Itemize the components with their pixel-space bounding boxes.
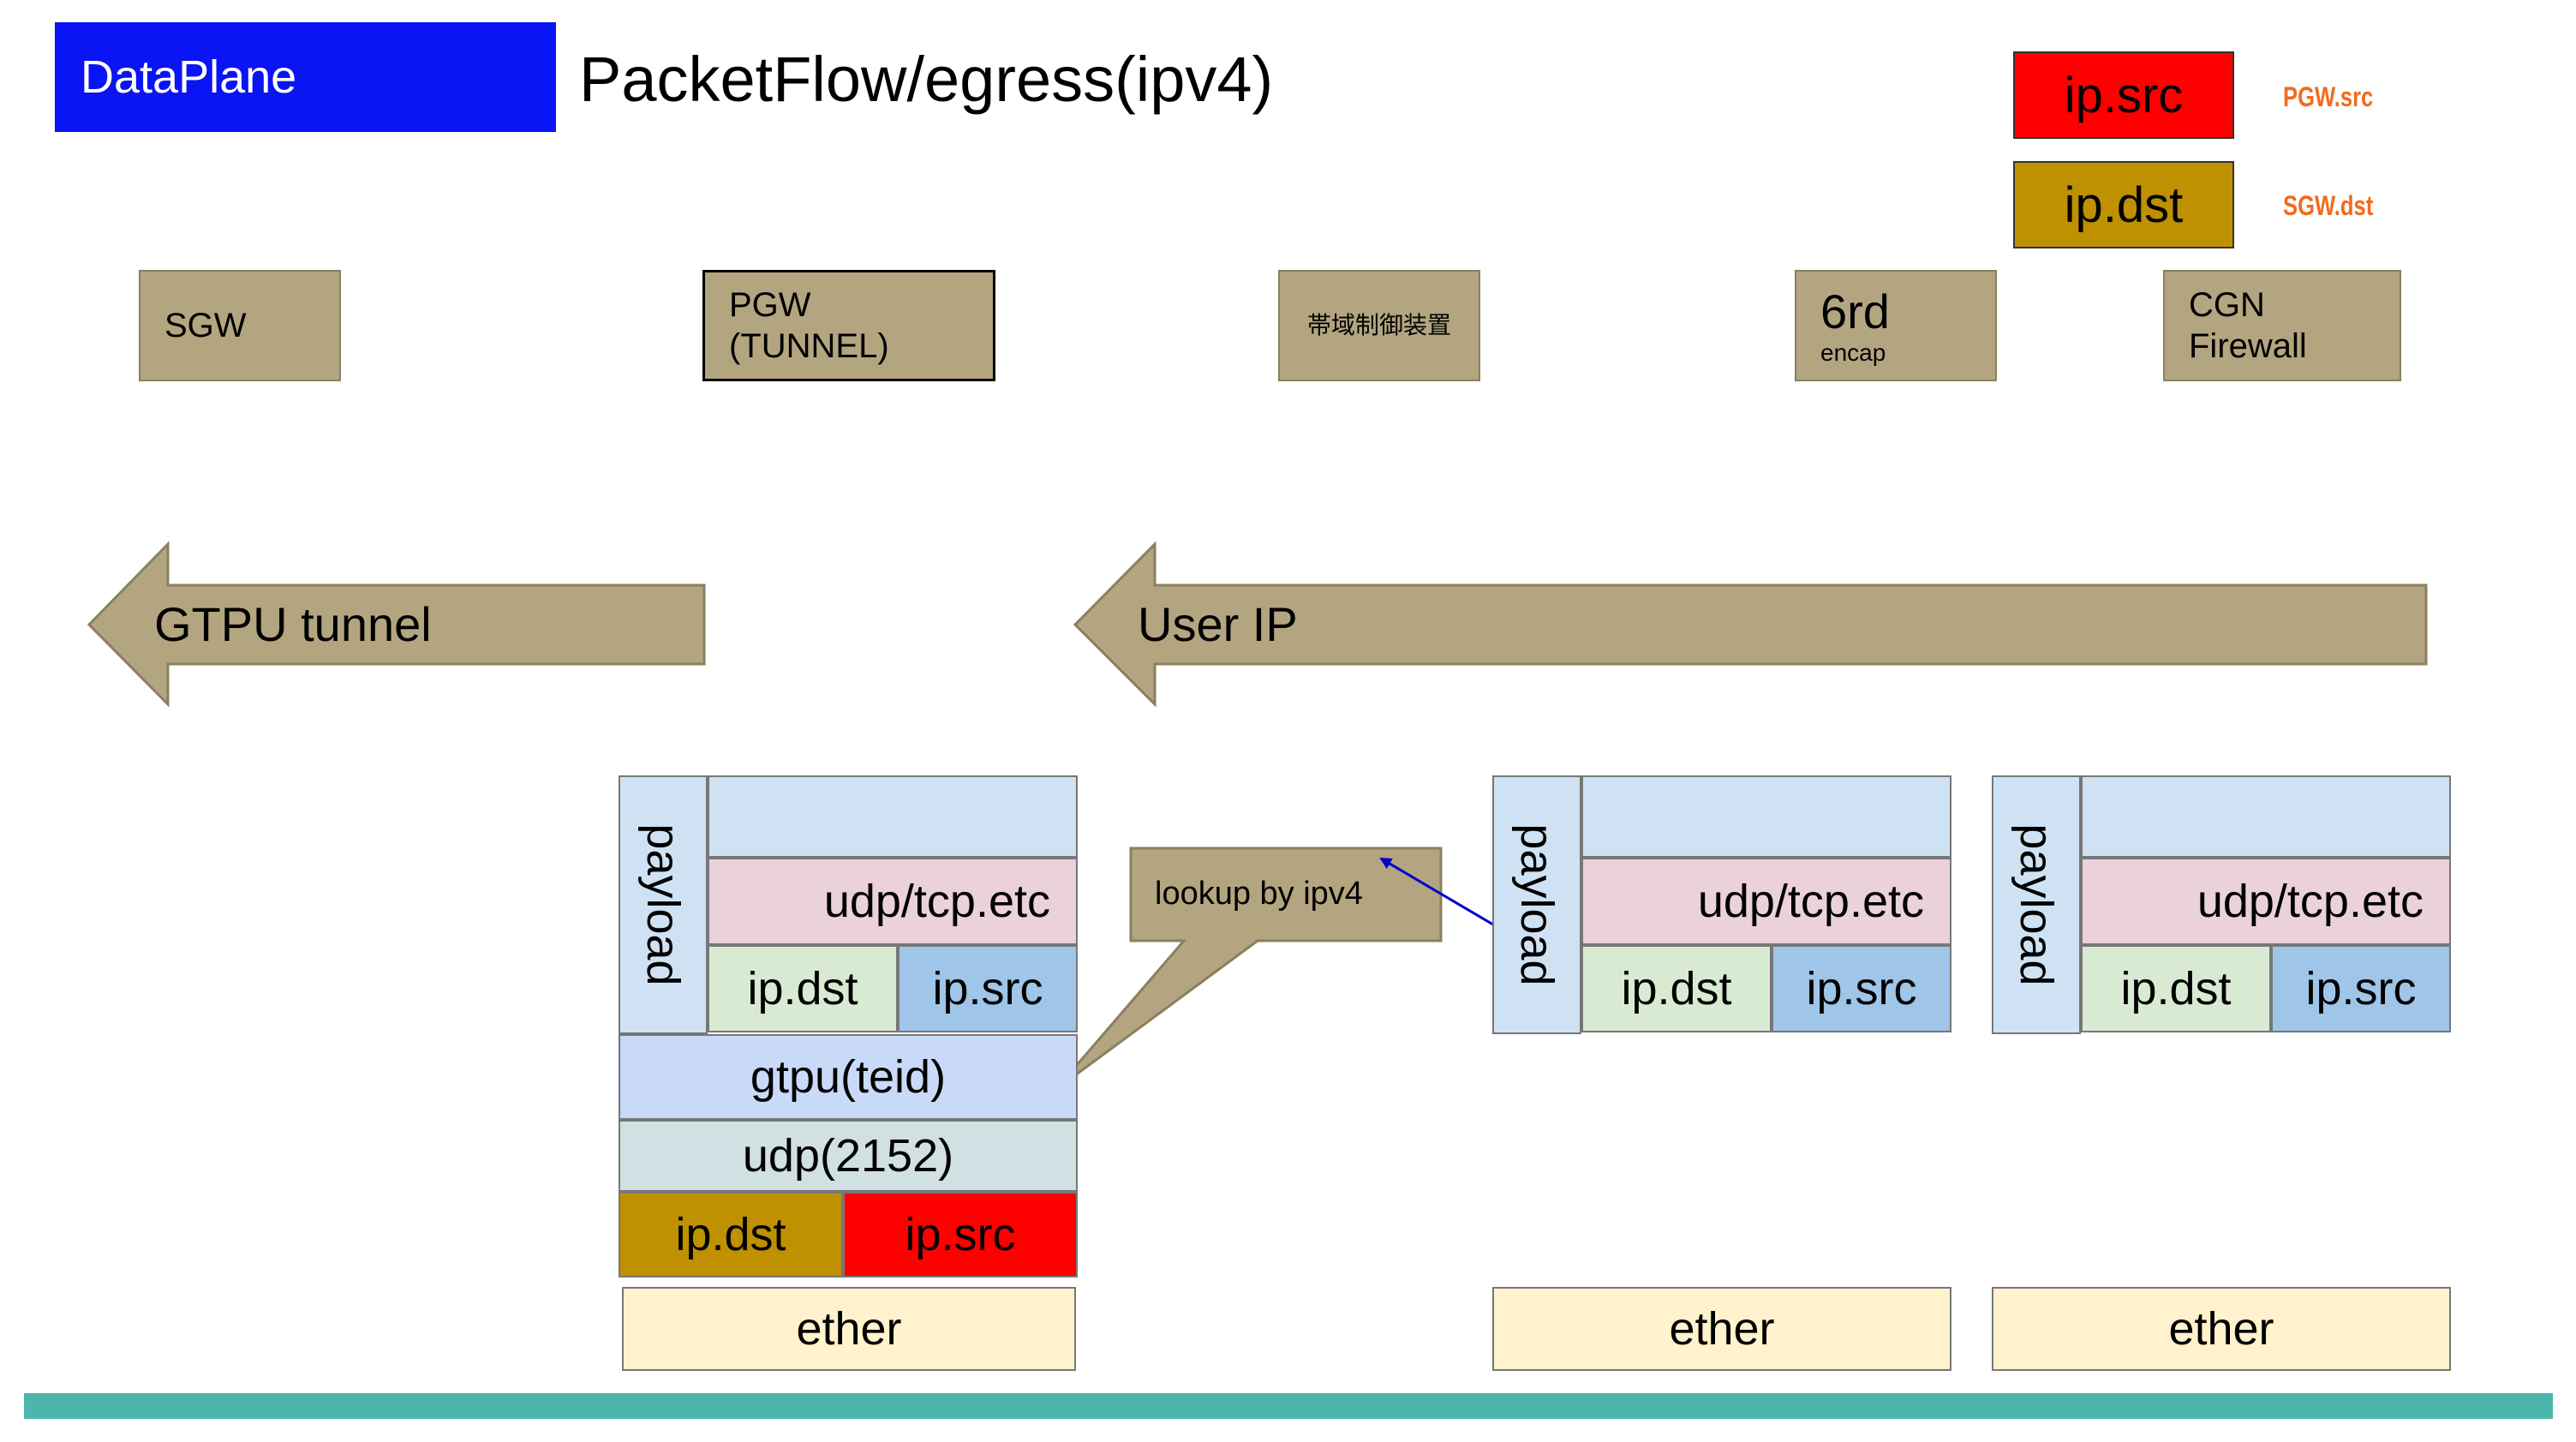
gtpu-tunnel-arrow [87, 541, 706, 708]
packet1-inner-ip-src: ip.src [898, 945, 1078, 1032]
node-sgw: SGW [139, 270, 341, 381]
packet1-outer-ip-dst: ip.dst [619, 1192, 843, 1277]
packet2-ip-src: ip.src [1772, 945, 1951, 1032]
packet3-payload: payload [1992, 775, 2081, 1034]
packet3-ip-dst: ip.dst [2081, 945, 2271, 1032]
node-pgw: PGW (TUNNEL) [702, 270, 995, 381]
user-ip-arrow [1073, 541, 2428, 708]
node-bandwidth-control-label: 帯域制御装置 [1306, 312, 1451, 339]
legend-dst-note: SGW.dst [2283, 190, 2374, 221]
footer-bar [24, 1393, 2553, 1419]
lookup-callout-shape [1054, 847, 1443, 1092]
packet1-gtpu: gtpu(teid) [619, 1034, 1078, 1120]
node-6rd-label: 6rd [1820, 284, 1890, 338]
packet3-payload-data [2081, 775, 2451, 858]
lookup-callout-label: lookup by ipv4 [1155, 876, 1363, 912]
packet3-l4: udp/tcp.etc [2081, 858, 2451, 945]
legend-dst-box: ip.dst [2013, 161, 2234, 248]
packet1-payload-data [708, 775, 1078, 858]
node-6rd: 6rd encap [1795, 270, 1997, 381]
legend-src-note: PGW.src [2283, 81, 2374, 112]
packet2-ether: ether [1492, 1287, 1951, 1371]
packet3-ip-src: ip.src [2271, 945, 2451, 1032]
packet2-l4: udp/tcp.etc [1581, 858, 1951, 945]
legend-src-box: ip.src [2013, 51, 2234, 139]
packet1-inner-ip-dst: ip.dst [708, 945, 898, 1032]
packet1-udp: udp(2152) [619, 1120, 1078, 1192]
node-cgn-label-1: CGN [2189, 286, 2265, 324]
packet2-payload: payload [1492, 775, 1581, 1034]
page-title: PacketFlow/egress(ipv4) [579, 44, 1274, 115]
node-cgn-firewall: CGN Firewall [2163, 270, 2401, 381]
packet1-payload-label: payload [637, 823, 689, 986]
node-bandwidth-control: 帯域制御装置 [1278, 270, 1480, 381]
dataplane-badge: DataPlane [55, 22, 556, 132]
user-ip-label: User IP [1138, 597, 1298, 651]
node-cgn-label-2: Firewall [2189, 327, 2307, 365]
packet1-payload: payload [619, 775, 708, 1034]
packet3-ether: ether [1992, 1287, 2451, 1371]
node-6rd-sublabel: encap [1820, 338, 1886, 366]
packet2-payload-label: payload [1511, 823, 1563, 986]
packet1-outer-ip-src: ip.src [843, 1192, 1078, 1277]
node-pgw-label-1: PGW [729, 286, 811, 324]
packet2-ip-dst: ip.dst [1581, 945, 1772, 1032]
packet1-ether: ether [622, 1287, 1076, 1371]
node-pgw-label-2: (TUNNEL) [729, 327, 889, 365]
packet2-payload-data [1581, 775, 1951, 858]
packet3-payload-label: payload [2011, 823, 2062, 986]
gtpu-tunnel-label: GTPU tunnel [154, 597, 432, 651]
node-sgw-label: SGW [164, 307, 247, 344]
packet1-l4: udp/tcp.etc [708, 858, 1078, 945]
